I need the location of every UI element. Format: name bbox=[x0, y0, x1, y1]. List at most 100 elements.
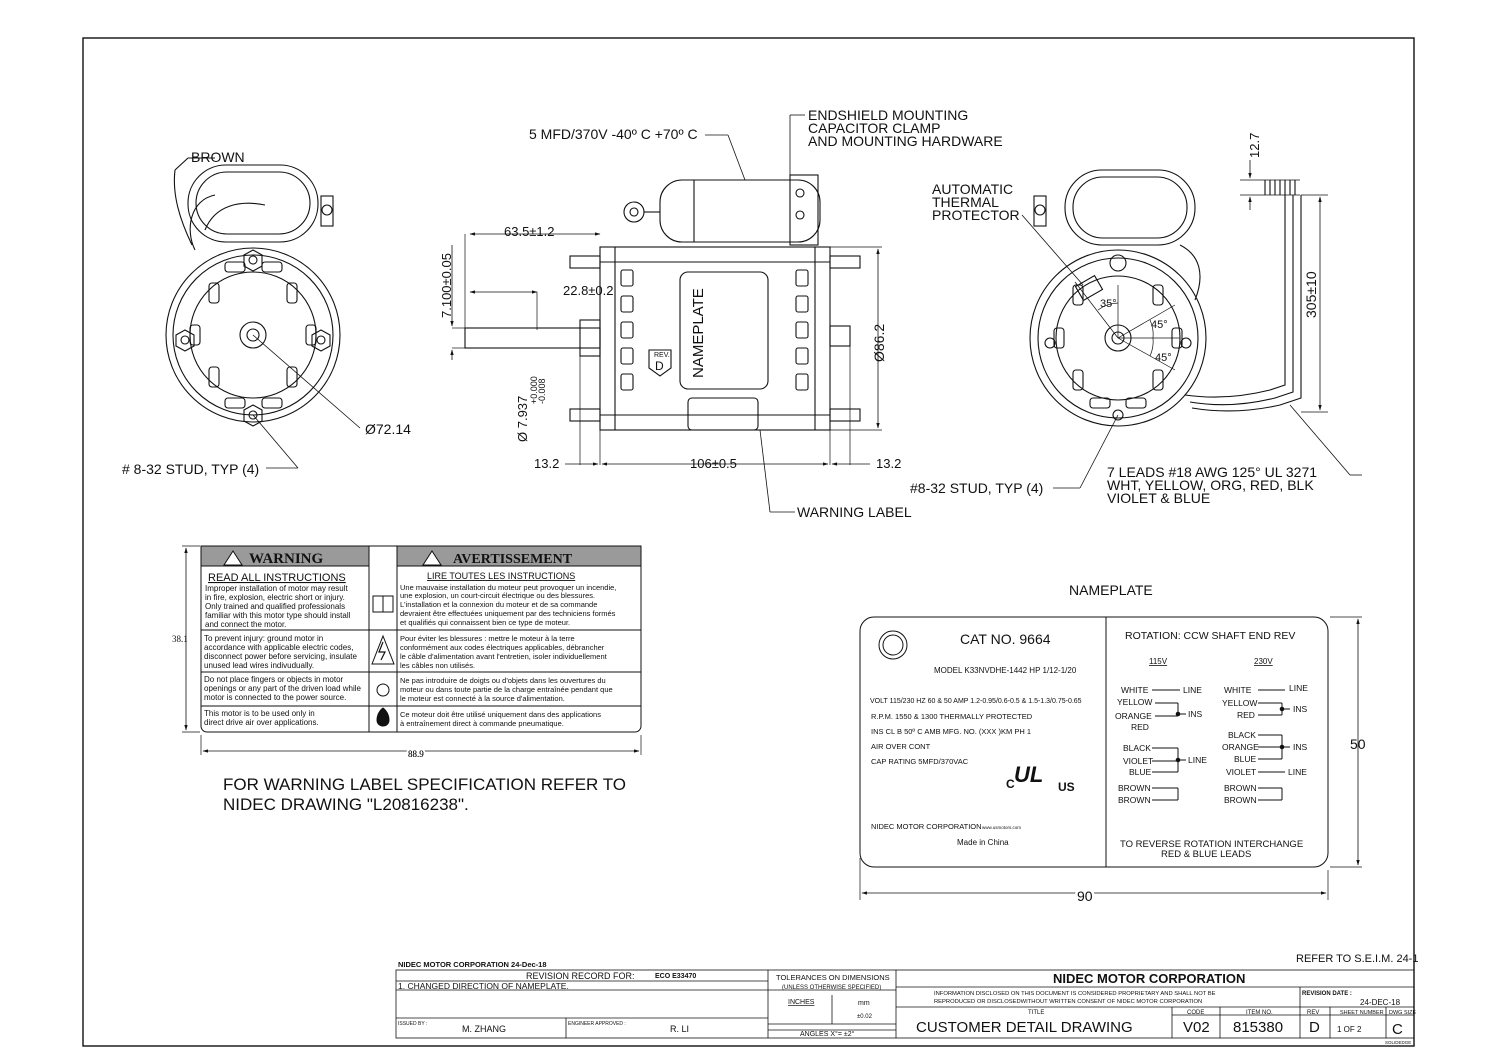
info-line-1: INFORMATION DISCLOSED ON THIS DOCUMENT I… bbox=[934, 991, 1216, 997]
endshield-line-3: AND MOUNTING HARDWARE bbox=[808, 133, 1003, 149]
w230-orange: ORANGE bbox=[1222, 742, 1259, 752]
endshield-line-1: ENDSHIELD MOUNTING bbox=[808, 107, 968, 123]
model-line: MODEL K33NVDHE-1442 HP 1/12-1/20 bbox=[934, 666, 1077, 675]
sheet: 1 OF 2 bbox=[1337, 1025, 1362, 1034]
w115-black: BLACK bbox=[1123, 743, 1151, 753]
cat-no: CAT NO. 9664 bbox=[960, 631, 1051, 647]
thermal-line-2: THERMAL bbox=[932, 194, 999, 210]
rpm-line: R.P.M. 1550 & 1300 THERMALLY PROTECTED bbox=[871, 712, 1033, 721]
en2-l2: accordance with applicable electric code… bbox=[204, 643, 353, 652]
en3-l1: Do not place fingers or objects in motor bbox=[204, 675, 344, 684]
fr3-l3: le moteur est connecté à la source d'ali… bbox=[400, 694, 565, 703]
w230-yellow: YELLOW bbox=[1222, 698, 1257, 708]
left-stud-note: # 8-32 STUD, TYP (4) bbox=[122, 461, 259, 477]
corp-date: NIDEC MOTOR CORPORATION 24-Dec-18 bbox=[398, 960, 547, 969]
left-end-view bbox=[165, 157, 361, 469]
item-no: 815380 bbox=[1233, 1019, 1283, 1036]
en2-l4: unused lead wires indivudually. bbox=[204, 661, 314, 670]
dwg-size: C bbox=[1392, 1021, 1403, 1038]
en1-l5: and connect the motor. bbox=[205, 620, 286, 629]
avert-title: AVERTISSEMENT bbox=[453, 552, 573, 567]
company-line: NIDEC MOTOR CORPORATION bbox=[871, 822, 982, 831]
w115-blue: BLUE bbox=[1129, 767, 1152, 777]
fr1-l4: devraient être effectuées uniquement par… bbox=[400, 609, 616, 618]
en4-l2: direct drive air over applications. bbox=[204, 718, 319, 727]
rev-record: REVISION RECORD FOR: bbox=[526, 971, 635, 981]
made-in: Made in China bbox=[957, 838, 1009, 847]
label-dim-width: 88.9 bbox=[408, 749, 424, 759]
rotation: ROTATION: CCW SHAFT END REV bbox=[1125, 630, 1295, 642]
volt-line: VOLT 115/230 HZ 60 & 50 AMP 1.2-0.95/0.6… bbox=[870, 698, 1082, 705]
body-dia: Ø86.2 bbox=[871, 324, 887, 362]
item-label: ITEM NO. bbox=[1246, 1010, 1273, 1016]
label-dim-height: 38.1 bbox=[172, 634, 188, 644]
eng: R. LI bbox=[670, 1024, 689, 1034]
w115-orange: ORANGE bbox=[1115, 711, 1152, 721]
sheet-label: SHEET NUMBER bbox=[1340, 1010, 1384, 1016]
solidedge: SOLIDEDGE bbox=[1385, 1040, 1411, 1045]
warning-label-callout: WARNING LABEL bbox=[797, 504, 912, 520]
angle-35: 35° bbox=[1100, 298, 1117, 310]
en4-l1: This motor is to be used only in bbox=[204, 709, 315, 718]
en2-l3: disconnect power before servicing, insul… bbox=[204, 652, 358, 661]
en1-l2: in fire, explosion, electric short or in… bbox=[205, 593, 345, 602]
w230-ins-1: INS bbox=[1293, 704, 1308, 714]
w230-violet: VIOLET bbox=[1226, 767, 1256, 777]
nameplate-heading: NAMEPLATE bbox=[1069, 582, 1153, 598]
right-end-view bbox=[1021, 160, 1362, 489]
leads-line-2: WHT, YELLOW, ORG, RED, BLK bbox=[1107, 477, 1314, 493]
fr1-l5: et qualifiés qui connaissent bien ce typ… bbox=[400, 618, 570, 627]
shaft-dia: Ø 7.937 bbox=[515, 396, 530, 442]
fr2-l2: conformément aux codes électriques appli… bbox=[400, 643, 605, 652]
tol-angles: ANGLES X°= ±2° bbox=[800, 1030, 855, 1038]
drawing-title: CUSTOMER DETAIL DRAWING bbox=[916, 1019, 1133, 1036]
w115-line-2: LINE bbox=[1188, 755, 1207, 765]
title-block bbox=[395, 969, 1415, 1039]
ul-us: US bbox=[1058, 780, 1075, 794]
en1-l3: Only trained and qualified professionals bbox=[205, 602, 345, 611]
rev-label-tb: REV bbox=[1307, 1010, 1319, 1016]
w230-red: RED bbox=[1237, 710, 1255, 720]
nameplate-dim-h: 50 bbox=[1350, 736, 1366, 752]
dim-305: 305±10 bbox=[1303, 271, 1319, 318]
issued-by: M. ZHANG bbox=[462, 1024, 506, 1034]
tol-title: TOLERANCES ON DIMENSIONS bbox=[776, 973, 890, 982]
code: V02 bbox=[1183, 1019, 1210, 1036]
angle-45-b: 45° bbox=[1155, 352, 1172, 364]
left-lead-label: BROWN bbox=[191, 149, 245, 165]
refer-note: REFER TO S.E.I.M. 24-1 bbox=[1296, 953, 1418, 965]
read-fr: LIRE TOUTES LES INSTRUCTIONS bbox=[427, 571, 575, 581]
fr2-l1: Pour éviter les blessures : mettre le mo… bbox=[400, 634, 575, 643]
company-title: NIDEC MOTOR CORPORATION bbox=[1053, 971, 1245, 986]
ul-c: C bbox=[1006, 777, 1015, 791]
w115-ins-1: INS bbox=[1188, 709, 1203, 719]
fr2-l3: le câble d'alimentation avant l'entretie… bbox=[400, 652, 608, 661]
warning-title: WARNING bbox=[249, 551, 324, 567]
w115-line-1: LINE bbox=[1183, 685, 1202, 695]
v230: 230V bbox=[1254, 657, 1273, 666]
sheet-border bbox=[82, 37, 1415, 1047]
w230-line-2: LINE bbox=[1288, 767, 1307, 777]
rev-date-label: REVISION DATE : bbox=[1302, 991, 1352, 997]
w230-ins-2: INS bbox=[1293, 742, 1308, 752]
en3-l2: openings or any part of the driven load … bbox=[204, 684, 362, 693]
shaft-tol-top: +0.000 bbox=[529, 376, 539, 404]
left-bolt-circle: Ø72.14 bbox=[365, 421, 411, 437]
tol-inches: INCHES bbox=[788, 999, 815, 1006]
fan-hazard-icon bbox=[376, 683, 390, 697]
cap-line: CAP RATING 5MFD/370VAC bbox=[871, 757, 969, 766]
en1-l4: familiar with this motor type should ins… bbox=[205, 611, 351, 620]
fr1-l1: Une mauvaise installation du moteur peut… bbox=[400, 583, 616, 592]
w230-white: WHITE bbox=[1224, 685, 1252, 695]
fr3-l2: moteur ou dans toute partie de la charge… bbox=[400, 685, 613, 694]
web: www.usmotors.com bbox=[982, 825, 1021, 830]
tol-sub: (UNLESS OTHERWISE SPECIFIED) bbox=[782, 985, 881, 991]
rev-value: D bbox=[655, 359, 664, 373]
ul-mark: UL bbox=[1014, 762, 1043, 787]
w115-yellow: YELLOW bbox=[1117, 697, 1152, 707]
fire-hazard-icon bbox=[376, 707, 390, 727]
w230-brown-1: BROWN bbox=[1224, 783, 1257, 793]
fr2-l4: les câbles non utilisés. bbox=[400, 661, 475, 670]
v115: 115V bbox=[1149, 657, 1168, 666]
